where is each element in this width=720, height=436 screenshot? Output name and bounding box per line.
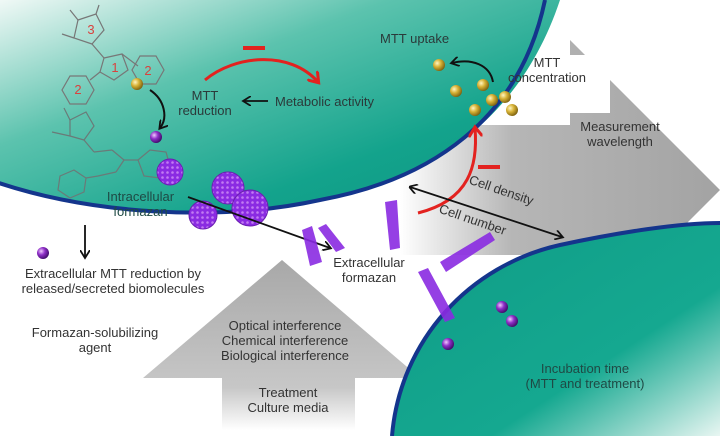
extracellular-formazan-line-2: formazan [341,270,397,285]
measurement-wavelength-label: Measurement wavelength [570,119,670,149]
intracellular-formazan-label: Intracellular formazan [98,189,183,219]
top-cell [0,0,560,213]
extracellular-formazan-label: Extracellular formazan [324,255,414,285]
intracellular-formazan-spheres [156,158,269,230]
extracellular-formazan-line-1: Extracellular [333,255,405,270]
ring-label-3: 3 [87,22,94,37]
reduction-curve-arrow [149,89,164,128]
ring-label-2-left: 2 [74,82,81,97]
extracellular-purple-ball [37,247,49,259]
metabolic-activity-label: Metabolic activity [275,94,374,109]
solubilizing-agent-line-1: Formazan-solubilizing [31,325,159,340]
treatment-label: Treatment Culture media [238,385,338,415]
mtt-reduction-label: MTT reduction [175,88,235,118]
interference-label: Optical interference Chemical interferen… [205,318,365,363]
mtt-molecule [61,4,165,105]
solubilizing-agent-line-2: agent [78,340,112,355]
inhibit-bar-top [243,46,265,50]
culture-media-line: Culture media [247,400,329,415]
mtt-reduction-line-1: MTT [191,88,219,103]
optical-interference: Optical interference [228,318,342,333]
bottom-cell-purple-balls [442,301,518,350]
metabolic-inhibition-arrow [204,58,318,82]
bottom-cell [392,223,720,436]
interference-arrow [143,260,420,430]
ring-label-2-right: 2 [144,63,151,78]
uptake-arrow [452,61,494,83]
incubation-time-line-1: Incubation time [540,361,630,376]
extracellular-mtt-reduction-line-1: Extracellular MTT reduction by [24,266,202,281]
mtt-reduction-line-2: reduction [178,103,232,118]
bottom-cell-border [390,221,720,436]
extracellular-mtt-reduction-line-2: released/secreted biomolecules [21,281,205,296]
cell-density-arrow [410,187,562,237]
solubilizing-agent-label: Formazan-solubilizing agent [20,325,170,355]
extracellular-mtt-reduction-label: Extracellular MTT reduction by released/… [8,266,218,296]
measurement-wavelength-line-2: wavelength [587,134,653,149]
inhibit-bar-right [478,165,500,169]
measurement-wavelength-line-1: Measurement [580,119,660,134]
mtt-balls [433,59,518,116]
biological-interference: Biological interference [221,348,349,363]
mtt-concentration-line-2: concentration [507,70,587,85]
incubation-time-label: Incubation time (MTT and treatment) [510,361,660,391]
intracellular-formazan-line-1: Intracellular [106,189,175,204]
mtt-concentration-line-1: MTT [533,55,561,70]
mtt-concentration-label: MTT concentration [497,55,597,85]
ring-label-1: 1 [111,60,118,75]
chemical-interference: Chemical interference [221,333,349,348]
reduced-mtt-ball [150,131,162,143]
intracellular-formazan-line-2: formazan [113,204,168,219]
mtt-ball-cell [131,78,143,90]
extracellular-formazan-crystals [302,200,495,322]
molecule-ring-labels: 3 1 2 2 [74,22,151,97]
incubation-time-line-2: (MTT and treatment) [525,376,645,391]
treatment-line: Treatment [258,385,318,400]
mtt-uptake-label: MTT uptake [380,31,450,46]
